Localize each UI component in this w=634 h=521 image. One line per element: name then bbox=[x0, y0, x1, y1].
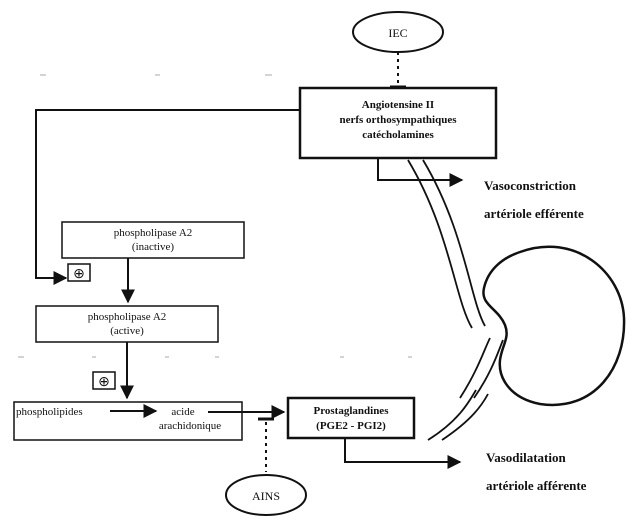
prostaglandines-box bbox=[286, 396, 416, 440]
plus-box-2 bbox=[92, 371, 116, 390]
vasodilatation-line2: artériole afférente bbox=[486, 478, 587, 493]
plus-sign-1: ⊕ bbox=[73, 267, 85, 282]
acide-line2: arachidonique bbox=[159, 420, 221, 432]
angiotensine-line2: nerfs orthosympathiques bbox=[339, 114, 457, 126]
main-box-to-plus-link bbox=[35, 109, 300, 285]
ains-node bbox=[225, 474, 307, 516]
plus-sign-2: ⊕ bbox=[98, 375, 110, 390]
angiotensine-line1: Angiotensine II bbox=[362, 99, 434, 111]
acide-line1: acide bbox=[171, 406, 194, 418]
scan-artifacts bbox=[18, 74, 412, 358]
ains-label: AINS bbox=[252, 489, 280, 503]
plus-box-1 bbox=[67, 263, 91, 282]
pla2-inactive-box bbox=[61, 221, 245, 259]
prostaglandines-line1: Prostaglandines bbox=[314, 405, 390, 417]
vasoconstriction-line1: Vasoconstriction bbox=[484, 178, 577, 193]
phospholipides-label: phospholipides bbox=[16, 406, 83, 418]
pla2-active-box bbox=[35, 305, 219, 343]
angiotensine-box bbox=[298, 86, 498, 160]
vasodilatation-arrow bbox=[344, 438, 462, 469]
pla2-inactive-line2: (inactive) bbox=[132, 241, 174, 253]
prostaglandines-line2: (PGE2 - PGI2) bbox=[316, 420, 386, 432]
arteriole-vessels bbox=[407, 159, 504, 441]
vasoconstriction-arrow bbox=[377, 158, 464, 187]
vasoconstriction-line2: artériole efférente bbox=[484, 206, 584, 221]
angiotensine-line3: catécholamines bbox=[362, 129, 434, 141]
kidney-icon bbox=[482, 245, 626, 407]
pla2-inactive-line1: phospholipase A2 bbox=[114, 227, 193, 239]
substrate-box bbox=[13, 401, 243, 441]
vasodilatation-line1: Vasodilatation bbox=[486, 450, 566, 465]
pla2-active-line2: (active) bbox=[110, 325, 144, 337]
pla2-active-line1: phospholipase A2 bbox=[88, 311, 167, 323]
iec-label: IEC bbox=[388, 26, 407, 40]
